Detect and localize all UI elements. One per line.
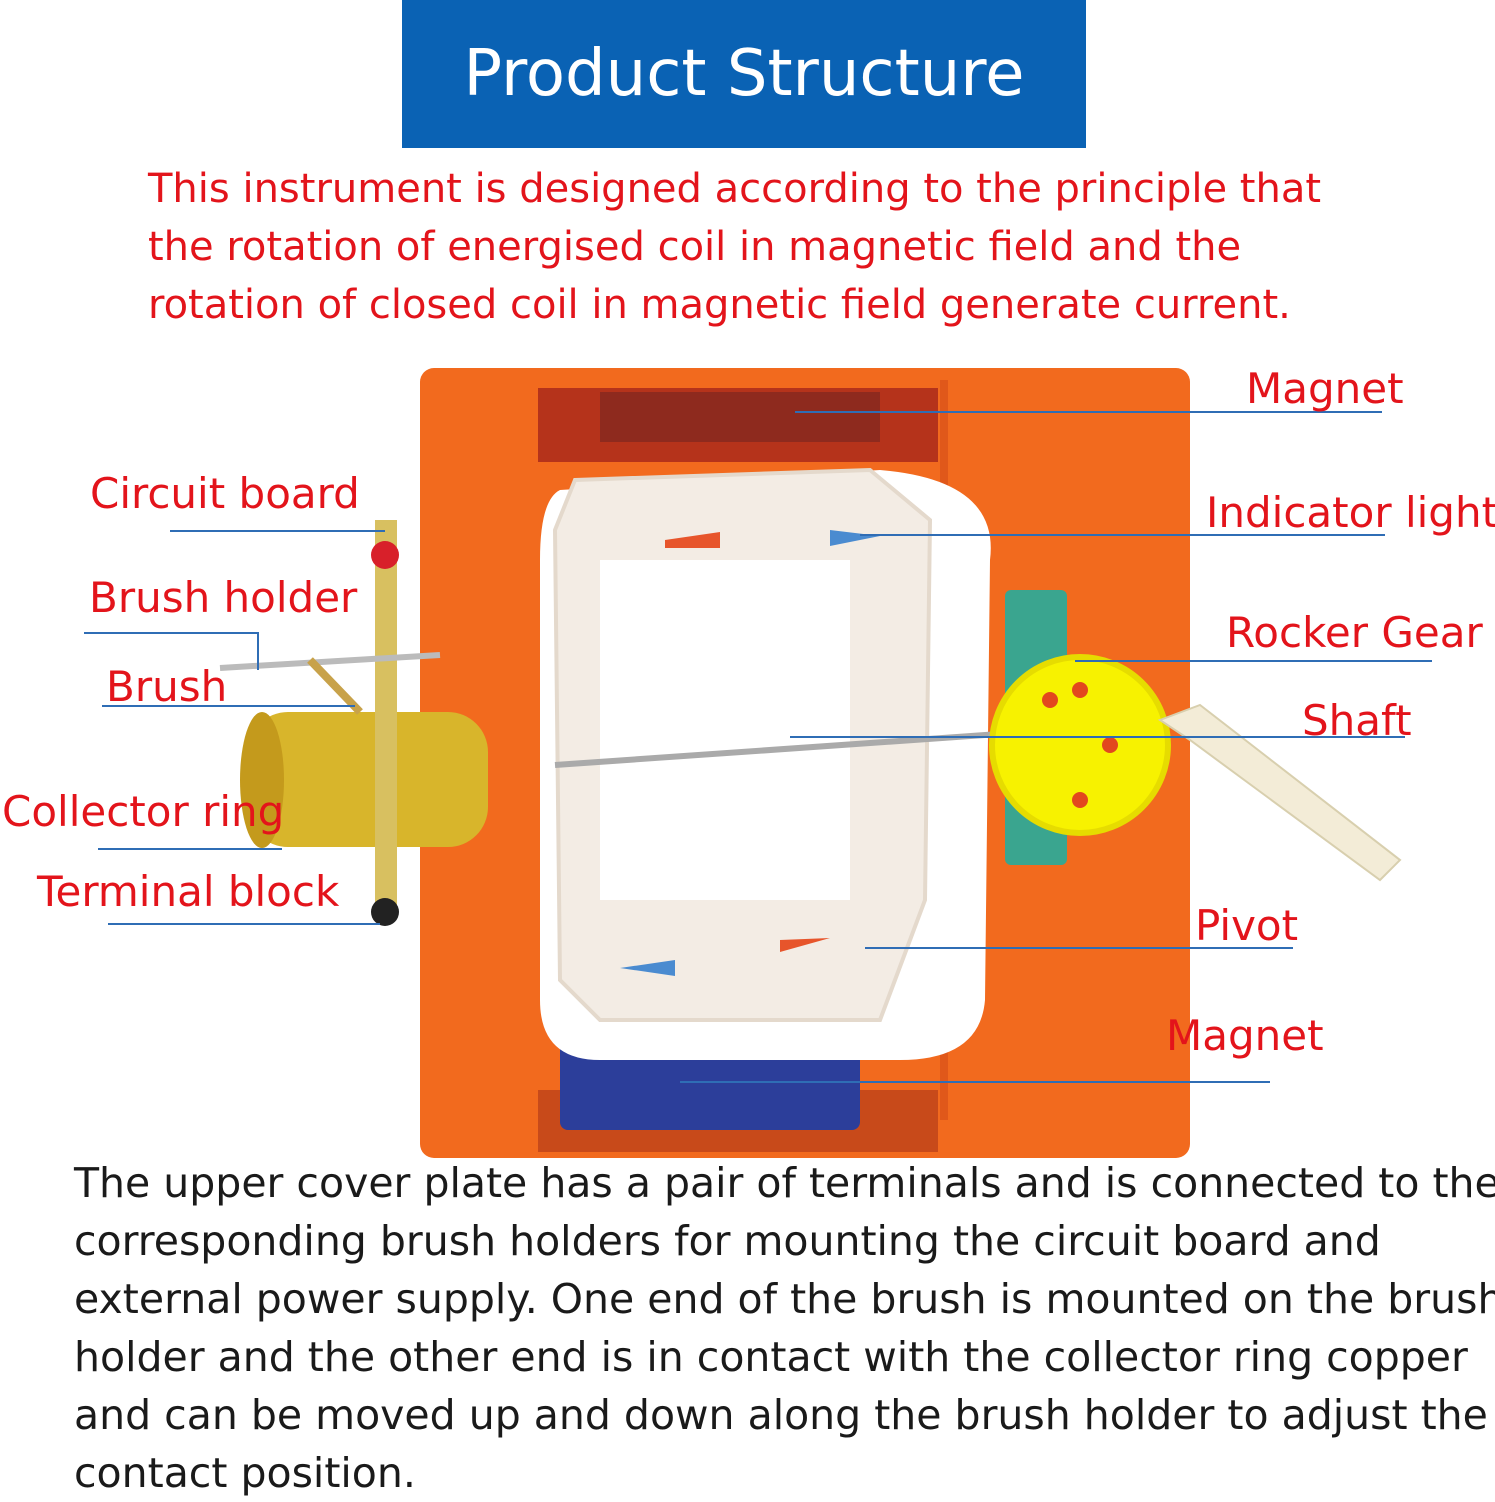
label-collector-ring: Collector ring xyxy=(2,787,285,836)
label-brush-holder: Brush holder xyxy=(89,573,358,622)
description-line: holder and the other end is in contact w… xyxy=(74,1333,1468,1381)
description-line: The upper cover plate has a pair of term… xyxy=(74,1159,1495,1207)
brush xyxy=(307,657,363,715)
arrow-right-red xyxy=(780,938,830,952)
page-title-banner: Product Structure xyxy=(402,0,1086,148)
arrow-left-red xyxy=(665,532,720,548)
arrow-right-blue xyxy=(830,530,880,546)
label-magnet-bottom: Magnet xyxy=(1166,1011,1324,1060)
label-indicator-light: Indicator light xyxy=(1206,488,1495,537)
intro-line: the rotation of energised coil in magnet… xyxy=(148,224,1242,270)
label-rocker-gear: Rocker Gear xyxy=(1226,608,1483,657)
description-line: contact position. xyxy=(74,1449,416,1497)
page-title: Product Structure xyxy=(463,37,1025,111)
intro-line: This instrument is designed according to… xyxy=(148,166,1322,212)
label-brush: Brush xyxy=(106,662,228,711)
brush-holder xyxy=(219,652,441,671)
description-line: corresponding brush holders for mounting… xyxy=(74,1217,1381,1265)
description-text: The upper cover plate has a pair of term… xyxy=(74,1154,1495,1502)
leader-lines xyxy=(84,411,1432,1083)
top-magnet xyxy=(600,392,880,442)
collector-ring xyxy=(248,712,488,847)
circuit-board xyxy=(375,520,397,910)
arrow-left-blue xyxy=(620,960,675,976)
description-line: external power supply. One end of the br… xyxy=(74,1275,1495,1323)
label-terminal-block: Terminal block xyxy=(37,867,340,916)
black-terminal xyxy=(371,898,399,926)
intro-text: This instrument is designed according to… xyxy=(148,160,1428,334)
description-line: and can be moved up and down along the b… xyxy=(74,1391,1488,1439)
label-circuit-board: Circuit board xyxy=(90,469,360,518)
rocker-gear xyxy=(989,654,1171,836)
red-terminal xyxy=(371,541,399,569)
label-magnet-top: Magnet xyxy=(1246,364,1404,413)
intro-line: rotation of closed coil in magnetic fiel… xyxy=(148,282,1291,328)
label-pivot: Pivot xyxy=(1195,901,1299,950)
label-shaft: Shaft xyxy=(1302,696,1412,745)
